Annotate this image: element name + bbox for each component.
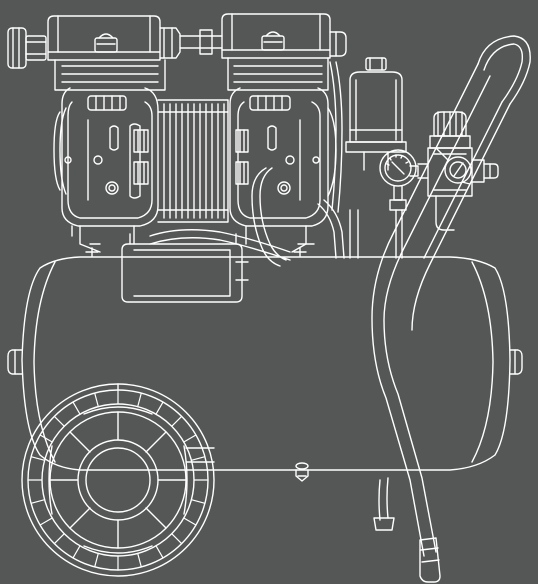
- tread-groove: [53, 415, 65, 427]
- tread-groove: [183, 517, 197, 526]
- tread-groove: [53, 533, 65, 545]
- tread-groove: [72, 401, 81, 415]
- tread-groove: [30, 456, 46, 461]
- wheel-tread: [27, 389, 209, 571]
- control-box: [121, 233, 249, 303]
- pressure-gauge-tank: [379, 149, 417, 259]
- tread-groove: [137, 392, 142, 408]
- tread-groove: [171, 415, 183, 427]
- motor-core: [157, 99, 229, 223]
- pressure-gauge-outlet: [444, 156, 499, 184]
- tread-groove: [94, 392, 99, 408]
- handle-frame[interactable]: [371, 35, 531, 583]
- tread-groove: [190, 499, 206, 504]
- tread-groove: [30, 499, 46, 504]
- right-motor-head: [179, 13, 347, 257]
- tread-groove: [39, 434, 53, 443]
- tread-groove: [72, 545, 81, 559]
- tread-groove: [171, 533, 183, 545]
- tread-groove: [155, 401, 164, 415]
- tread-groove: [190, 456, 206, 461]
- tread-groove: [94, 552, 99, 568]
- hoses: [149, 61, 359, 267]
- left-motor-head: [7, 15, 181, 257]
- tread-groove: [155, 545, 164, 559]
- regulator-knob: [409, 111, 473, 231]
- tread-groove: [39, 517, 53, 526]
- tread-groove: [137, 552, 142, 568]
- tread-groove: [183, 434, 197, 443]
